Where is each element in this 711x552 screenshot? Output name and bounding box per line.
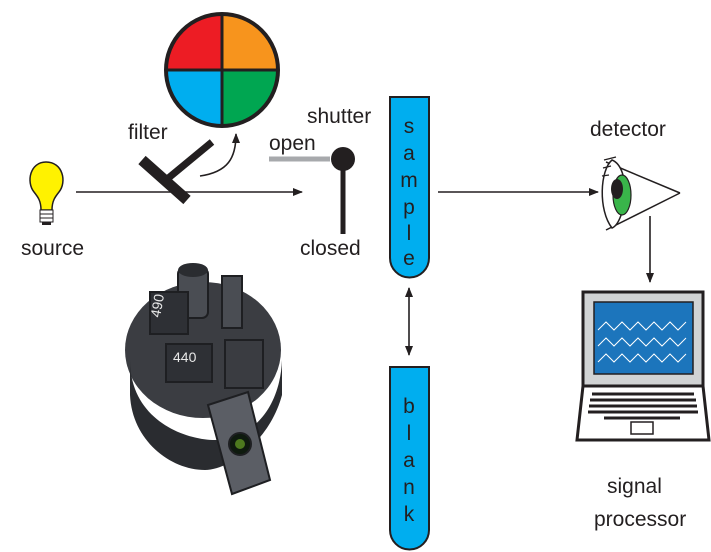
sample-cuvette: s a m p l e: [389, 96, 430, 279]
blank-cuvette: b l a n k: [389, 366, 430, 551]
light-bulb-icon: [29, 161, 64, 225]
processor-label: processor: [594, 508, 686, 531]
filter-wheel-label-490: 490: [147, 293, 167, 319]
wheel-green-segment: [222, 70, 278, 126]
sample-letter: e: [403, 247, 415, 270]
wheel-orange-segment: [222, 14, 278, 70]
signal-label: signal: [607, 475, 662, 498]
detector-label: detector: [590, 118, 666, 141]
shutter-open-label: open: [269, 132, 316, 155]
sample-letter: m: [400, 169, 418, 192]
sample-letter: a: [403, 142, 415, 165]
shutter-closed-label: closed: [300, 237, 361, 260]
blank-letter: k: [404, 503, 415, 526]
filter-selection-arrow: [199, 133, 240, 177]
sample-letter: s: [404, 115, 415, 138]
blank-letter: b: [403, 395, 415, 418]
sample-letter: l: [407, 222, 412, 245]
filter-icon: [138, 139, 215, 205]
blank-letter: a: [403, 449, 415, 472]
filter-wheel-label-440: 440: [173, 349, 197, 365]
laptop-icon: [575, 290, 711, 442]
sample-letter: p: [403, 196, 415, 219]
blank-letter: l: [407, 422, 412, 445]
shutter-label: shutter: [307, 105, 371, 128]
shutter-icon: [269, 147, 355, 234]
filter-color-wheel: [164, 12, 280, 128]
filter-wheel-photo: 490 440: [125, 263, 282, 496]
blank-letter: n: [403, 476, 415, 499]
eye-icon: [601, 156, 681, 231]
source-label: source: [21, 237, 84, 260]
wheel-blue-segment: [166, 70, 222, 126]
filter-label: filter: [128, 121, 168, 144]
wheel-red-segment: [166, 14, 222, 70]
